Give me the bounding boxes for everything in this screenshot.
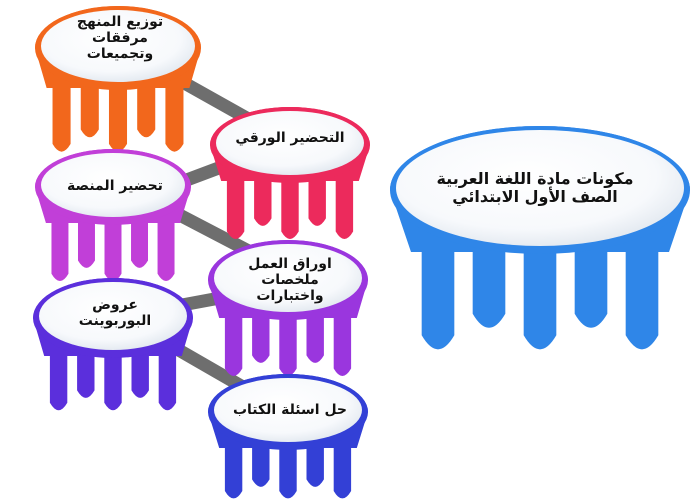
paper-prep-node: [210, 107, 370, 240]
powerpoint-node-line-2: البوربوينت: [78, 313, 152, 330]
curriculum-node-plate: [41, 10, 195, 82]
curriculum-node: [35, 6, 201, 152]
curriculum-node-line-2: مرفقات: [92, 30, 148, 47]
worksheets-node: [208, 240, 368, 377]
powerpoint-node: [33, 278, 193, 411]
main-node-line-1: مكونات مادة اللغة العربية: [436, 169, 634, 188]
curriculum-node-label: توزيع المنهج مرفقات وتجميعات: [45, 14, 195, 62]
platform-prep-node-label: تحضير المنصة: [35, 178, 195, 194]
textbook-node-plate: [214, 378, 362, 442]
worksheets-node-plate: [214, 244, 362, 312]
main-node-plate: [396, 130, 684, 246]
worksheets-node-line-2: ملخصات: [261, 272, 319, 289]
platform-prep-node-plate: [41, 153, 185, 217]
paper-prep-node-label: التحضير الورقي: [210, 130, 370, 146]
powerpoint-node-label: عروض البوربوينت: [35, 297, 195, 329]
main-node-label: مكونات مادة اللغة العربية الصف الأول الا…: [385, 169, 685, 207]
paper-prep-node-line-1: التحضير الورقي: [235, 130, 345, 146]
textbook-node-line-1: حل اسئلة الكتاب: [232, 402, 348, 418]
textbook-node-label: حل اسئلة الكتاب: [210, 402, 370, 418]
main-node: [390, 126, 690, 350]
powerpoint-node-plate: [39, 282, 187, 350]
main-node-line-2: الصف الأول الابتدائي: [452, 187, 618, 207]
curriculum-node-line-1: توزيع المنهج: [76, 14, 164, 30]
worksheets-node-label: اوراق العمل ملخصات واختبارات: [210, 256, 370, 304]
worksheets-node-line-1: اوراق العمل: [248, 256, 332, 272]
worksheets-node-line-3: واختبارات: [256, 288, 324, 305]
textbook-node: [208, 374, 368, 499]
powerpoint-node-line-1: عروض: [92, 297, 138, 313]
platform-prep-node: [35, 149, 191, 282]
curriculum-node-line-3: وتجميعات: [86, 46, 154, 63]
platform-prep-node-line-1: تحضير المنصة: [67, 178, 163, 194]
paper-prep-node-plate: [216, 111, 364, 175]
